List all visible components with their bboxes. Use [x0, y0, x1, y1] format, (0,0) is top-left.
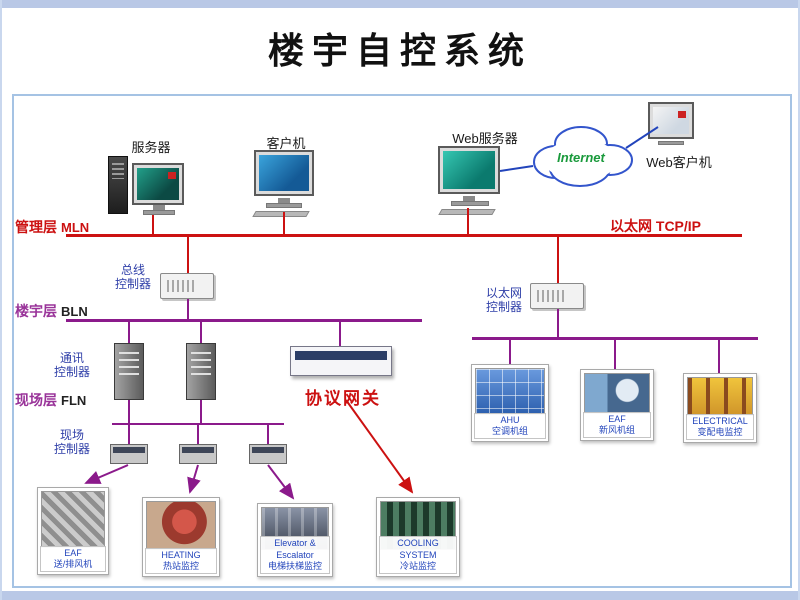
internet-label: Internet — [557, 150, 605, 165]
comm-controller1-uplink-line — [128, 322, 130, 343]
gateway-uplink-line — [339, 322, 341, 346]
ethernet-controller-label: 以太网 控制器 — [485, 286, 522, 315]
client-monitor-icon — [254, 150, 314, 196]
web-server-monitor-stand — [463, 196, 475, 201]
web-server-drop-line — [467, 208, 469, 236]
comm-controller1-downlink-line — [128, 400, 130, 424]
elevator-caption: Elevator & Escalator 电梯扶梯监控 — [260, 536, 330, 574]
field-controller2-uplink-line — [197, 425, 199, 445]
comm-controller1-icon — [114, 343, 144, 400]
server-tower-icon — [108, 156, 128, 214]
equipment-eaf-fresh: EAF 新风机组 — [580, 369, 654, 441]
eaf-fresh-caption: EAF 新风机组 — [583, 411, 651, 438]
comm-controller2-uplink-line — [200, 322, 202, 343]
equipment-eaf-exhaust: EAF 送/排风机 — [37, 487, 109, 575]
eaf-fresh-image — [584, 373, 650, 414]
comm-controller-label: 通讯 控制器 — [53, 351, 90, 380]
client-monitor-base — [266, 203, 302, 208]
field-layer-label: 现场层 FLN — [15, 390, 86, 410]
internet-cloud-icon: Internet — [522, 116, 640, 198]
building-layer-code: BLN — [61, 304, 88, 319]
server-monitor-icon — [132, 163, 184, 205]
server-label: 服务器 — [131, 140, 171, 155]
equipment-cooling: COOLING SYSTEM 冷站监控 — [376, 497, 460, 577]
client-monitor-stand — [278, 198, 290, 203]
fresh-air-drop-line — [614, 340, 616, 370]
protocol-gateway-icon — [290, 346, 392, 376]
field-controller3-icon — [249, 444, 287, 464]
ahu-drop-line — [509, 340, 511, 364]
electrical-caption: ELECTRICAL 变配电监控 — [686, 413, 754, 440]
field-controller3-uplink-line — [267, 425, 269, 445]
web-client-monitor-base — [658, 141, 684, 145]
comm-controller2-icon — [186, 343, 216, 400]
web-client-label: Web客户机 — [646, 155, 712, 170]
client-label: 客户机 — [266, 136, 306, 151]
ethernet-controller-downlink-line — [557, 309, 559, 338]
building-layer-label: 楼宇层 BLN — [15, 301, 88, 321]
electrical-image — [687, 377, 753, 416]
equipment-heating: HEATING 热站监控 — [142, 497, 220, 577]
ethernet-controller-icon — [530, 283, 584, 309]
heating-image — [146, 501, 216, 550]
ahu-caption: AHU 空调机组 — [474, 412, 546, 439]
web-server-monitor-base — [451, 201, 489, 206]
cooling-caption: COOLING SYSTEM 冷站监控 — [379, 536, 457, 574]
management-layer-code: MLN — [61, 220, 90, 235]
web-server-monitor-icon — [438, 146, 500, 194]
page-title: 楼宇自控系统 — [267, 31, 532, 71]
equipment-ahu: AHU 空调机组 — [471, 364, 549, 442]
client-drop-line — [283, 212, 285, 236]
comm-controller2-downlink-line — [200, 400, 202, 424]
field-controller2-icon — [179, 444, 217, 464]
client-keyboard-icon — [252, 211, 310, 217]
management-layer-label: 管理层 MLN — [15, 217, 89, 237]
server-drop-line — [152, 215, 154, 236]
bus-controller-downlink-line — [187, 299, 189, 320]
field-controller-label: 现场 控制器 — [53, 428, 90, 457]
field-layer-code: FLN — [61, 393, 87, 408]
web-client-monitor-icon — [648, 102, 694, 139]
bus-controller-uplink-line — [187, 237, 189, 273]
bln-bus-line — [66, 319, 422, 322]
field-controller1-uplink-line — [128, 425, 130, 445]
building-layer-zh: 楼宇层 — [15, 303, 57, 319]
web-server-label: Web服务器 — [452, 131, 518, 146]
electrical-drop-line — [718, 340, 720, 374]
field-layer-zh: 现场层 — [15, 392, 57, 408]
fln-bus-line — [112, 423, 284, 425]
heating-caption: HEATING 热站监控 — [145, 547, 217, 574]
server-monitor-stand — [153, 205, 165, 210]
bus-controller-label: 总线 控制器 — [114, 263, 151, 292]
eaf-exhaust-image — [41, 491, 105, 548]
bln-right-bus-line — [472, 337, 758, 340]
mln-bus-line — [66, 234, 742, 237]
ahu-image — [475, 368, 545, 415]
eaf-exhaust-caption: EAF 送/排风机 — [40, 545, 106, 572]
protocol-gateway-label: 协议网关 — [305, 389, 381, 408]
management-layer-zh: 管理层 — [15, 219, 57, 235]
bus-controller-icon — [160, 273, 214, 299]
ethernet-controller-uplink-line — [557, 237, 559, 283]
field-controller1-icon — [110, 444, 148, 464]
ethernet-bus-label: 以太网 TCP/IP — [610, 218, 702, 234]
equipment-elevator: Elevator & Escalator 电梯扶梯监控 — [257, 503, 333, 577]
bottom-border-bar — [2, 591, 798, 600]
top-border-bar — [2, 0, 798, 8]
server-monitor-base — [143, 210, 175, 215]
equipment-electrical: ELECTRICAL 变配电监控 — [683, 373, 757, 443]
